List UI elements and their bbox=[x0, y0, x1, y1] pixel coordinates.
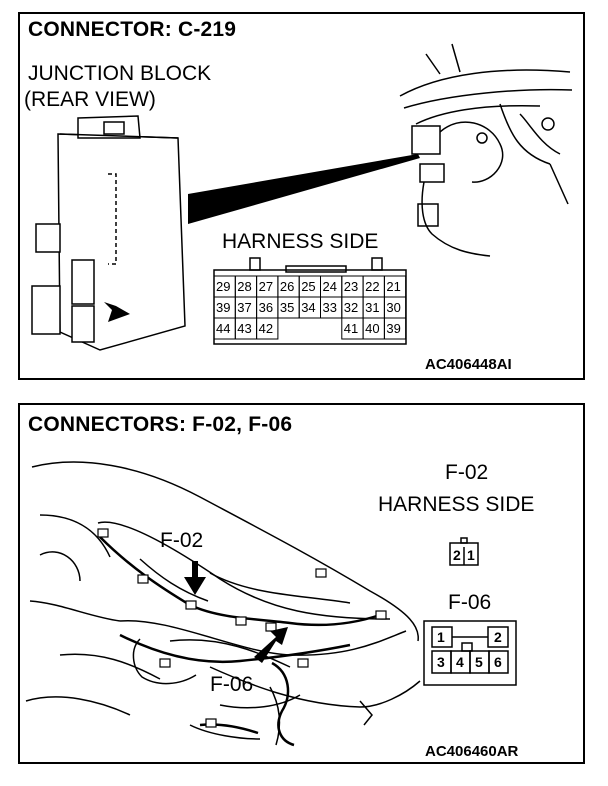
f06-label: F-06 bbox=[448, 591, 492, 614]
c219-pin-number: 22 bbox=[365, 279, 380, 294]
connectors-f02-f06-panel: CONNECTORS: F-02, F-06 bbox=[18, 403, 585, 764]
c219-pin-number: 24 bbox=[322, 279, 337, 294]
c219-pin-number: 31 bbox=[365, 300, 380, 315]
c219-pin-number: 27 bbox=[258, 279, 274, 294]
f06-pin: 5 bbox=[475, 654, 483, 670]
projection-beam bbox=[188, 154, 420, 224]
panel-title: CONNECTORS: F-02, F-06 bbox=[28, 413, 293, 436]
f02-harness-side: HARNESS SIDE bbox=[378, 493, 535, 516]
harness-side-label: HARNESS SIDE bbox=[222, 230, 379, 253]
component-name: JUNCTION BLOCK bbox=[28, 62, 212, 85]
arrow-to-connector bbox=[104, 302, 130, 322]
f02-pin: 1 bbox=[467, 547, 475, 563]
pin-cell bbox=[383, 317, 407, 340]
c219-pin-number: 33 bbox=[322, 300, 337, 315]
component-view: (REAR VIEW) bbox=[24, 88, 156, 111]
c219-pin-number: 29 bbox=[216, 279, 231, 294]
c219-pin-number: 21 bbox=[386, 279, 401, 294]
panel-title: CONNECTOR: C-219 bbox=[28, 18, 237, 41]
c219-pin-number: 41 bbox=[343, 321, 359, 336]
c219-pin-number: 39 bbox=[216, 300, 231, 315]
c219-pin-number: 36 bbox=[258, 300, 274, 315]
figure-code: AC406460AR bbox=[425, 743, 519, 760]
c219-pin-number: 32 bbox=[343, 300, 359, 315]
c219-pin-number: 42 bbox=[258, 321, 274, 336]
pin-cell bbox=[256, 317, 279, 340]
c219-pin-number: 35 bbox=[279, 300, 295, 315]
f02-label: F-02 bbox=[445, 461, 489, 484]
f06-pin: 6 bbox=[494, 654, 502, 670]
f06-pin: 2 bbox=[494, 629, 502, 645]
c219-pin-number: 34 bbox=[301, 300, 316, 315]
c219-pin-number: 25 bbox=[301, 279, 316, 294]
c219-pin-number: 44 bbox=[216, 321, 231, 336]
c219-pin-number: 43 bbox=[237, 321, 252, 336]
f06-pin: 1 bbox=[437, 629, 445, 645]
f06-pin: 3 bbox=[437, 654, 445, 670]
f06-pin: 4 bbox=[456, 654, 464, 670]
c219-pin-number: 26 bbox=[279, 279, 295, 294]
connector-c219-face bbox=[213, 257, 407, 345]
f02-pin: 2 bbox=[453, 547, 461, 563]
car-rear-illustration bbox=[25, 461, 421, 747]
c219-pin-number: 40 bbox=[365, 321, 380, 336]
c219-pin-number: 28 bbox=[237, 279, 252, 294]
connector-c219-panel: CONNECTOR: C-219 JUNCTION BLOCK (REAR VI… bbox=[18, 12, 585, 380]
c219-pin-number: 23 bbox=[343, 279, 359, 294]
connector-f06-face bbox=[423, 620, 517, 686]
c219-pin-number: 30 bbox=[386, 300, 401, 315]
figure-code: AC406448AI bbox=[425, 356, 512, 373]
c219-pin-number: 39 bbox=[386, 321, 401, 336]
arrow-f02 bbox=[184, 561, 206, 595]
arrow-f06 bbox=[254, 627, 288, 663]
c219-pin-number: 37 bbox=[237, 300, 252, 315]
junction-block-illustration bbox=[31, 43, 573, 351]
callout-f06: F-06 bbox=[210, 673, 254, 696]
connector-f02-face bbox=[449, 537, 479, 566]
callout-f02: F-02 bbox=[160, 529, 204, 552]
